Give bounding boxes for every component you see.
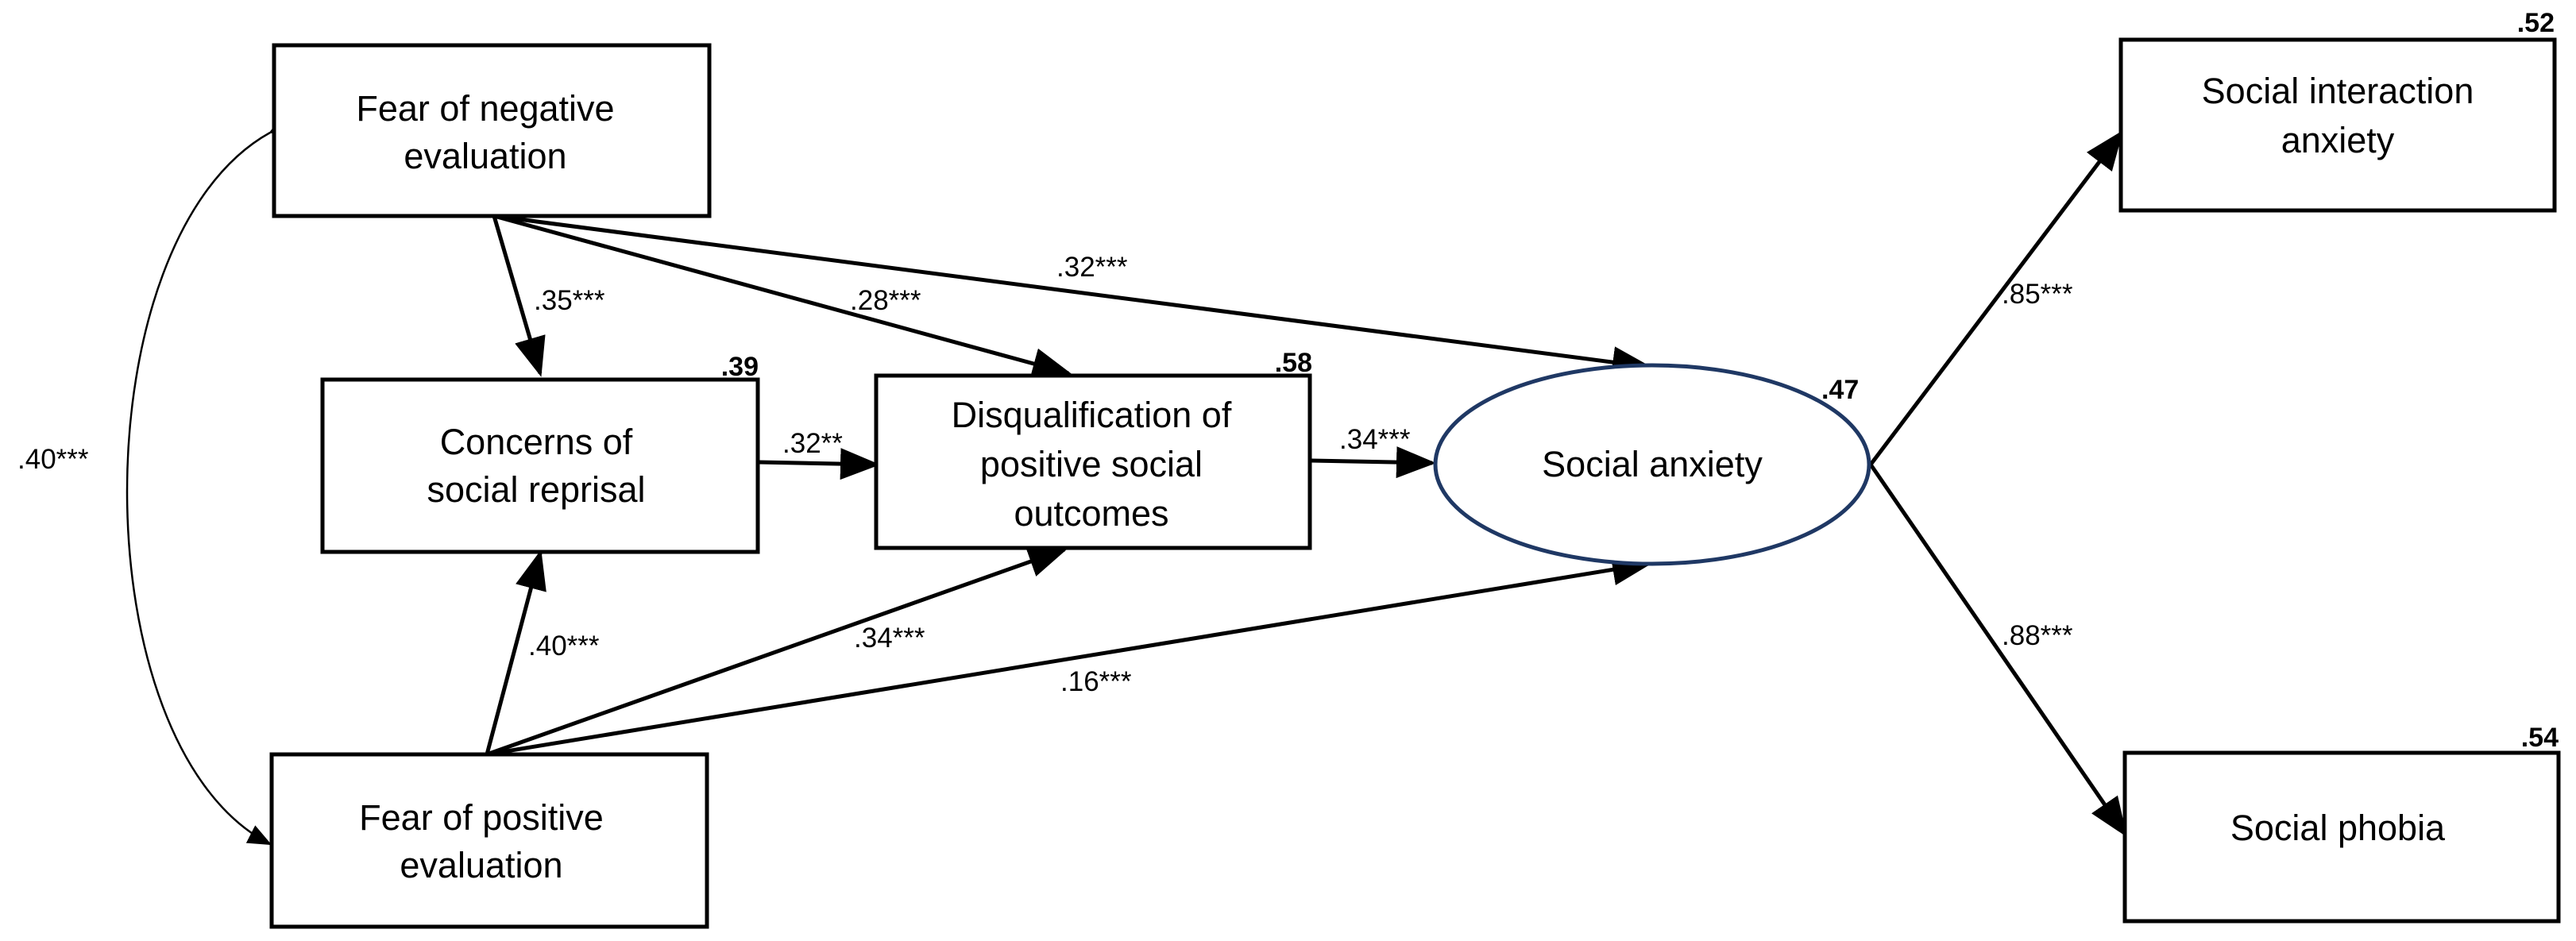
coef-fpe-sa: .16***: [1060, 666, 1132, 697]
coef-dpso-sa: .34***: [1339, 424, 1411, 455]
node-label-line: Disqualification of: [952, 395, 1232, 435]
coef-fne-dpso: .28***: [850, 285, 921, 316]
coef-csr-dpso: .32**: [782, 428, 843, 459]
arrow-fne-csr: [492, 215, 546, 377]
coef-fpe-csr: .40***: [528, 631, 600, 661]
node-label-line: anxiety: [2281, 120, 2395, 160]
node-label-line: Fear of positive: [359, 797, 604, 838]
node-fear-of-positive-evaluation: Fear of positive evaluation: [269, 752, 709, 929]
r-squared-sp: .54: [2521, 723, 2559, 753]
coef-fne-csr: .35***: [534, 285, 605, 316]
r-squared-dpso: .58: [1275, 348, 1312, 378]
node-social-phobia: Social phobia .54: [2122, 723, 2561, 924]
node-social-interaction-anxiety: Social interaction anxiety .52: [2118, 8, 2557, 213]
coef-fne-sa: .32***: [1056, 252, 1128, 283]
arrow-sa-sp: [1868, 463, 2127, 838]
node-label-line: Social interaction: [2202, 71, 2474, 111]
arrow-fpe-sa: [486, 553, 1652, 757]
arrow-fne-dpso: [493, 214, 1072, 380]
r-squared-sa: .47: [1821, 375, 1859, 405]
arrow-dpso-sa: [1310, 446, 1436, 479]
r-squared-csr: .39: [721, 352, 759, 382]
node-label-line: evaluation: [400, 845, 562, 885]
coef-sa-sia: .85***: [2002, 279, 2073, 310]
coef-fne-fpe-covariance: .40***: [17, 444, 89, 475]
arrow-fpe-dpso: [486, 546, 1068, 757]
node-label-line: positive social: [980, 444, 1203, 484]
node-label-line: outcomes: [1014, 493, 1168, 534]
arrow-fne-sa: [493, 214, 1652, 378]
node-disqualification-of-positive-social-outcomes: Disqualification of positive social outc…: [874, 348, 1312, 550]
node-label-line: Concerns of: [440, 422, 633, 462]
node-label: Social phobia: [2230, 808, 2446, 848]
arrow-fpe-csr: [485, 550, 546, 755]
node-label-line: evaluation: [404, 136, 566, 176]
node-label: Social anxiety: [1542, 444, 1763, 484]
node-label-line: social reprisal: [427, 469, 645, 510]
coef-sa-sp: .88***: [2002, 620, 2073, 651]
coef-fpe-dpso: .34***: [854, 623, 925, 654]
node-label-line: Fear of negative: [356, 88, 614, 129]
arrow-sa-sia: [1869, 130, 2124, 466]
node-concerns-of-social-reprisal: Concerns of social reprisal .39: [320, 352, 760, 554]
covariance-arrow-fne-fpe: [126, 113, 295, 846]
node-social-anxiety: Social anxiety .47: [1433, 363, 1871, 566]
r-squared-sia: .52: [2517, 8, 2555, 38]
arrow-csr-dpso: [758, 448, 880, 480]
node-fear-of-negative-evaluation: Fear of negative evaluation: [272, 43, 712, 218]
